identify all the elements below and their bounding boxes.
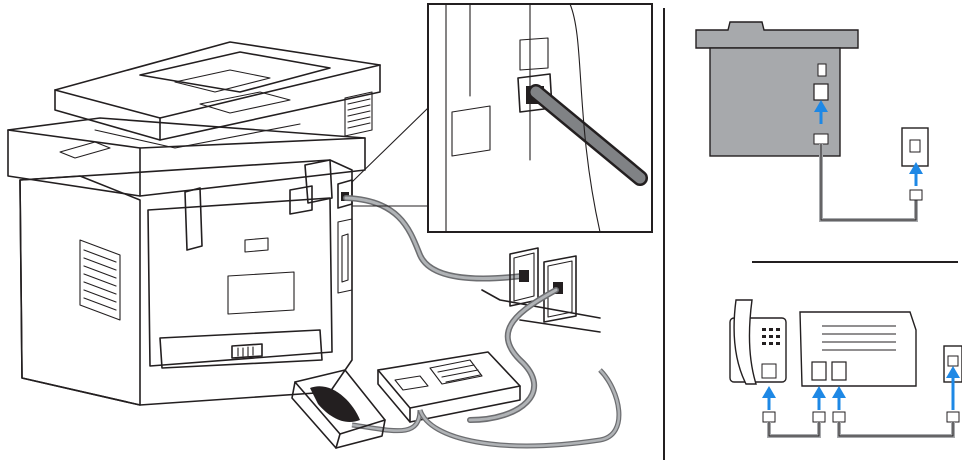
phone-jack-icon (901, 127, 929, 167)
wall-jack-pair (481, 247, 601, 333)
up-arrow-icon (812, 386, 826, 398)
bottom-right-panel (729, 299, 962, 438)
phone-cable (467, 287, 559, 423)
telephone-icon (729, 299, 787, 385)
up-arrow-icon (832, 386, 846, 398)
phone-jack-icon (943, 345, 962, 383)
zoom-inset (351, 3, 653, 233)
up-arrow-icon (946, 366, 960, 378)
up-arrow-icon (909, 162, 923, 174)
up-arrow-icon (814, 100, 828, 112)
up-arrow-icon (762, 386, 776, 398)
vent-grille (79, 239, 121, 321)
printer-icon (7, 41, 381, 406)
top-right-panel (695, 21, 929, 222)
printer-icon (799, 311, 917, 387)
telephone-icon (291, 369, 386, 449)
main-panel (7, 3, 653, 449)
answering-machine-icon (377, 351, 521, 423)
